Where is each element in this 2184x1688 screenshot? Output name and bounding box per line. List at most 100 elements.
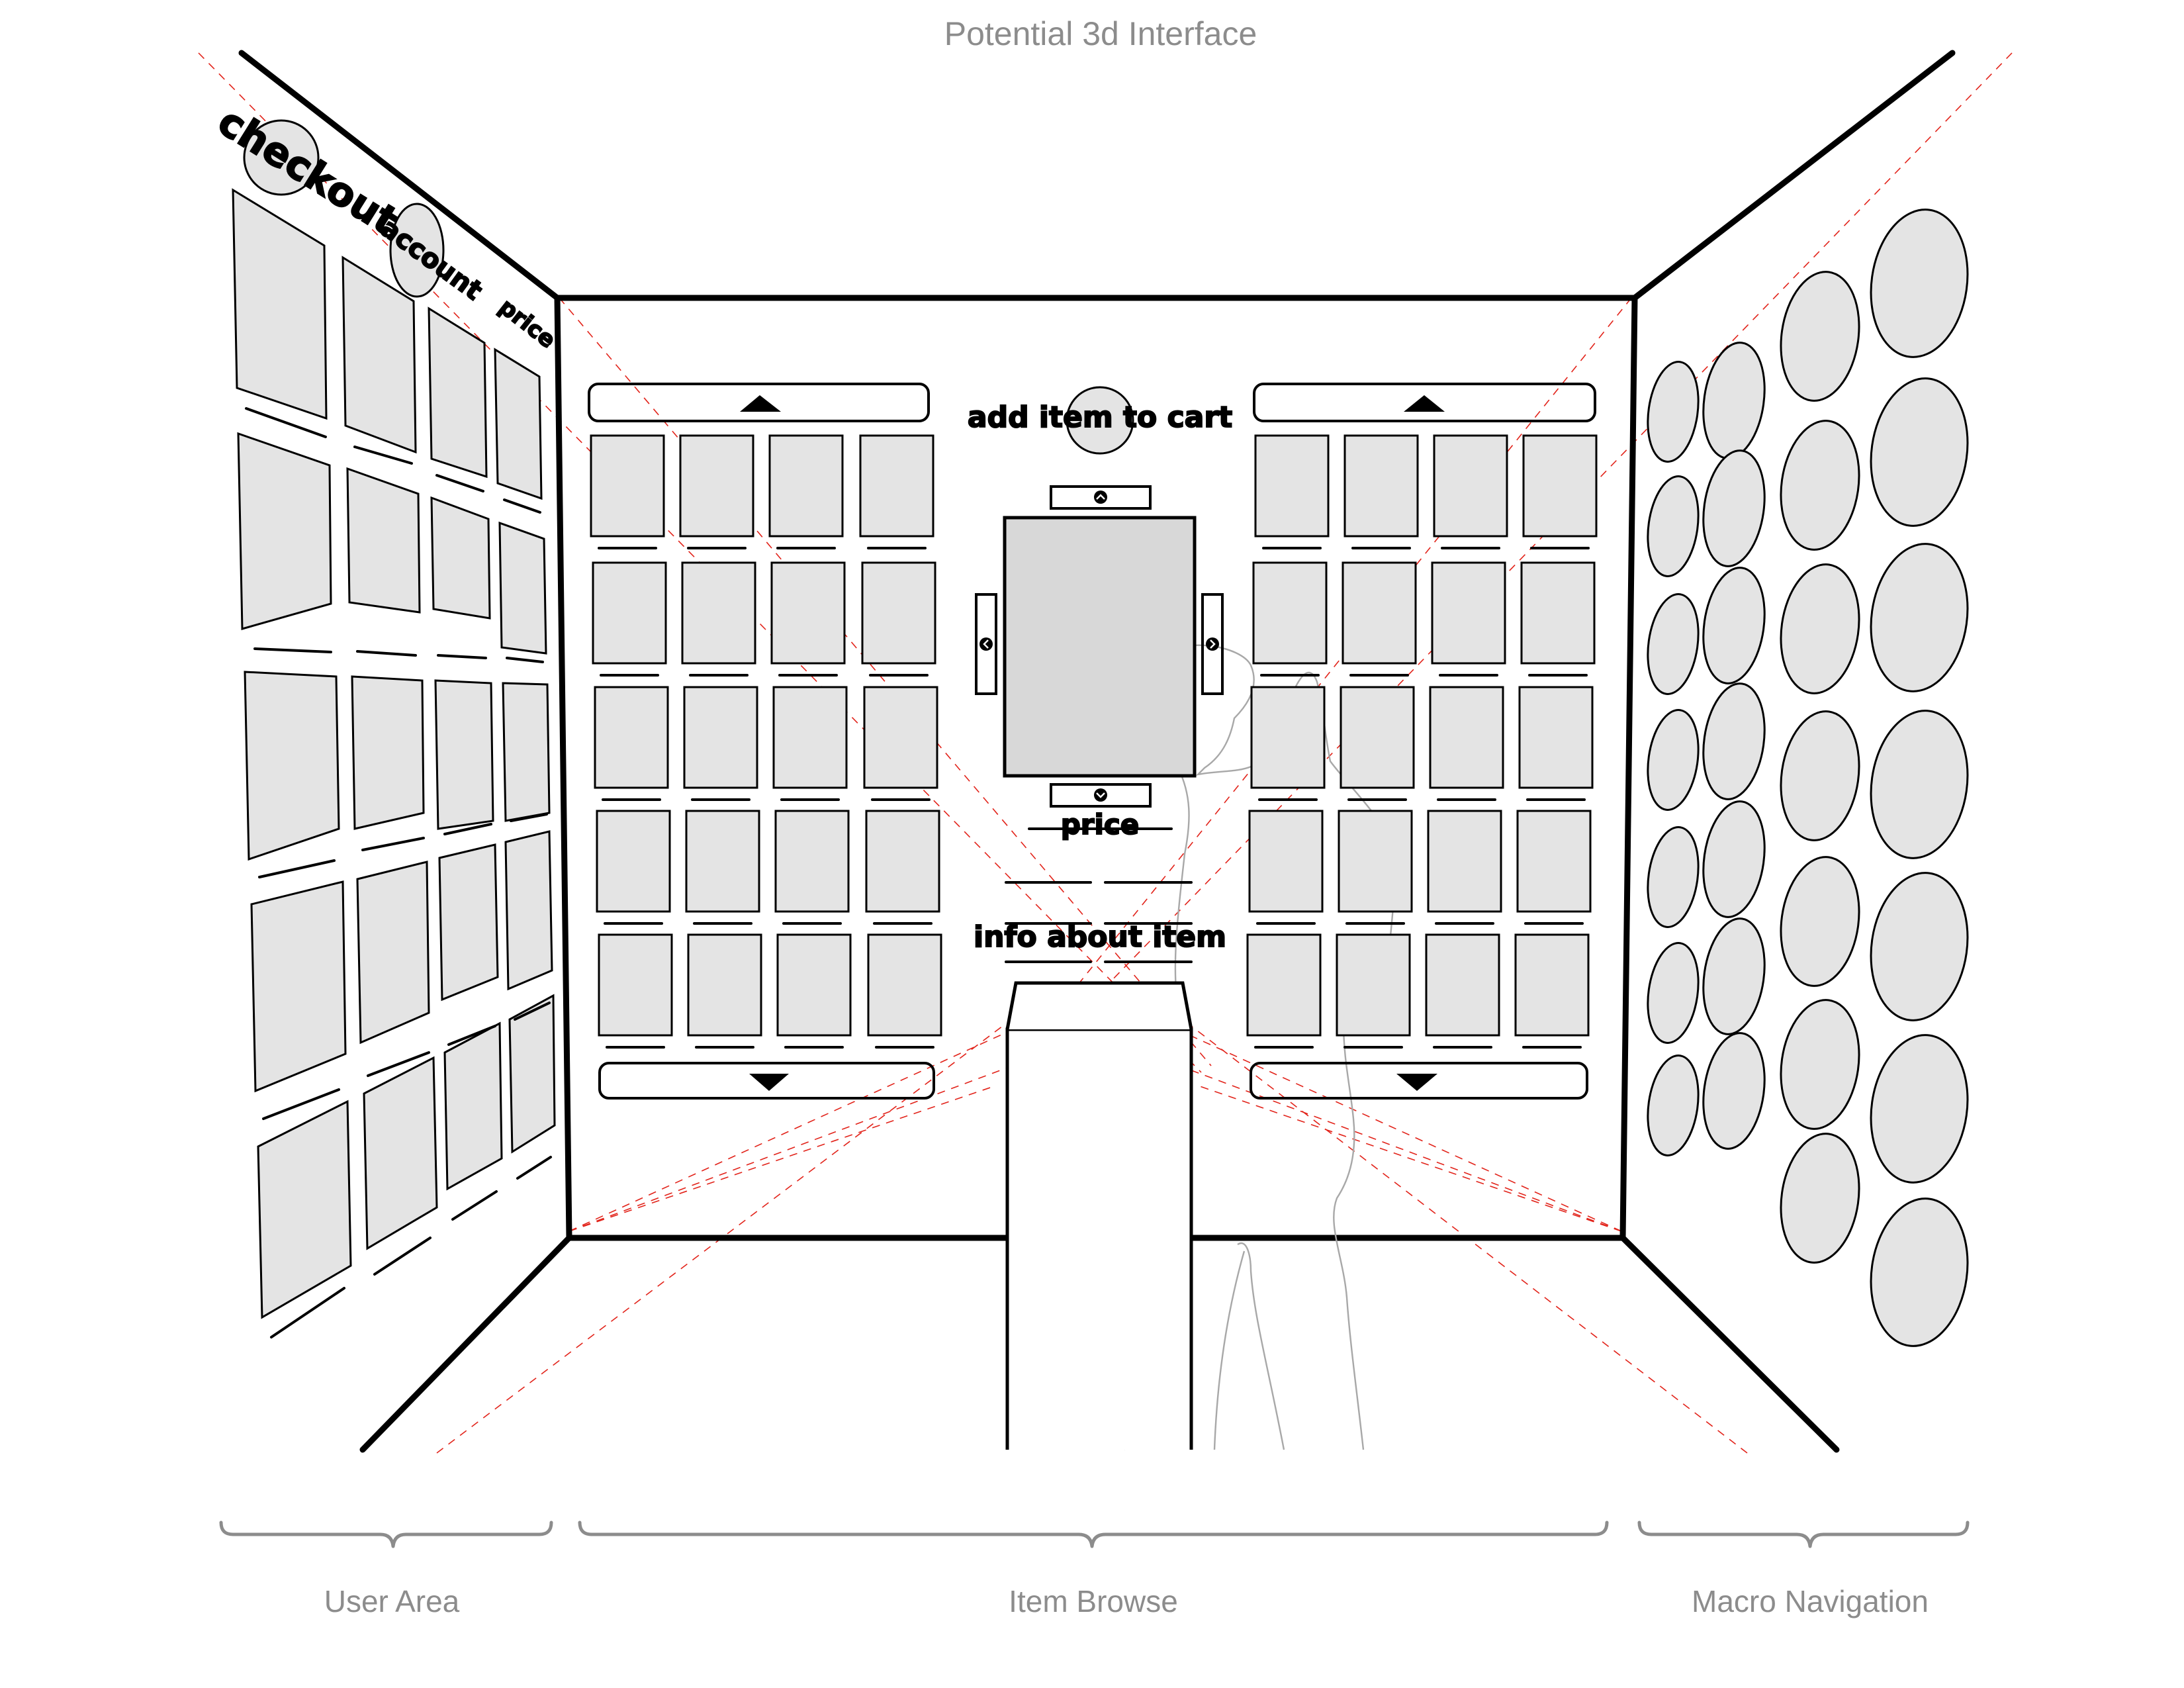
macro-category-node[interactable]	[1696, 564, 1772, 688]
macro-category-node[interactable]	[1642, 359, 1704, 465]
macro-category-node[interactable]	[1696, 447, 1772, 571]
macro-category-node[interactable]	[1862, 867, 1977, 1027]
macro-category-node[interactable]	[1642, 824, 1704, 931]
cart-item[interactable]	[363, 1056, 438, 1250]
cart-item[interactable]	[498, 521, 547, 655]
account-button[interactable]	[389, 203, 445, 298]
browse-item-tile[interactable]	[867, 933, 942, 1037]
cart-item[interactable]	[356, 861, 430, 1045]
checkout-button[interactable]	[243, 119, 320, 196]
browse-item-tile[interactable]	[685, 810, 760, 913]
browse-item-tile[interactable]	[1429, 686, 1504, 789]
browse-item-tile[interactable]	[1518, 686, 1594, 789]
scroll-up-button[interactable]	[588, 383, 930, 422]
cart-item[interactable]	[257, 1100, 352, 1319]
browse-item-tile[interactable]	[861, 561, 936, 665]
macro-category-node[interactable]	[1773, 706, 1867, 845]
cart-item[interactable]	[504, 830, 553, 991]
browse-item-tile[interactable]	[679, 434, 754, 538]
add-to-cart-button[interactable]	[1066, 386, 1134, 455]
macro-category-node[interactable]	[1773, 559, 1867, 698]
browse-item-tile[interactable]	[590, 434, 665, 538]
cart-item[interactable]	[438, 843, 499, 1002]
image-nav-left-button[interactable]	[975, 593, 997, 695]
browse-item-tile[interactable]	[1338, 810, 1413, 913]
macro-category-node[interactable]	[1642, 473, 1704, 580]
triangle-down-icon	[749, 1074, 789, 1091]
macro-category-node[interactable]	[1642, 707, 1704, 814]
scroll-down-button[interactable]	[598, 1062, 935, 1100]
macro-category-node[interactable]	[1773, 995, 1867, 1134]
browse-item-tile[interactable]	[1254, 434, 1330, 538]
scroll-down-button[interactable]	[1250, 1062, 1588, 1100]
browse-item-tile[interactable]	[1516, 810, 1592, 913]
browse-item-tile[interactable]	[768, 434, 844, 538]
macro-category-node[interactable]	[1773, 416, 1867, 555]
macro-category-node[interactable]	[1773, 852, 1867, 991]
browse-item-tile[interactable]	[687, 933, 762, 1037]
browse-item-tile[interactable]	[1431, 561, 1506, 665]
browse-item-tile[interactable]	[1433, 434, 1508, 538]
macro-category-node[interactable]	[1696, 339, 1772, 463]
macro-category-node[interactable]	[1862, 1192, 1977, 1352]
browse-item-tile[interactable]	[596, 810, 671, 913]
macro-category-node[interactable]	[1862, 538, 1977, 698]
macro-category-node[interactable]	[1642, 591, 1704, 698]
browse-item-tile[interactable]	[865, 810, 940, 913]
browse-item-tile[interactable]	[1246, 933, 1322, 1037]
cart-item[interactable]	[502, 682, 551, 822]
cart-item[interactable]	[351, 675, 425, 830]
browse-item-tile[interactable]	[859, 434, 934, 538]
macro-category-node[interactable]	[1642, 1053, 1704, 1159]
browse-item-tile[interactable]	[683, 686, 758, 789]
macro-category-node[interactable]	[1696, 1029, 1772, 1153]
browse-item-tile[interactable]	[1250, 686, 1326, 789]
macro-category-node[interactable]	[1862, 372, 1977, 532]
cart-item[interactable]	[430, 496, 491, 620]
browse-item-tile[interactable]	[1427, 810, 1502, 913]
cart-item[interactable]	[232, 188, 328, 420]
browse-item-tile[interactable]	[1343, 434, 1419, 538]
cart-item[interactable]	[346, 467, 421, 614]
browse-item-tile[interactable]	[1340, 686, 1415, 789]
browse-item-tile[interactable]	[770, 561, 846, 665]
macro-category-node[interactable]	[1862, 1029, 1977, 1189]
browse-item-tile[interactable]	[1342, 561, 1417, 665]
scroll-up-button[interactable]	[1253, 383, 1596, 422]
image-nav-down-button[interactable]	[1050, 783, 1152, 808]
browse-item-tile[interactable]	[1248, 810, 1324, 913]
macro-category-node[interactable]	[1862, 203, 1977, 363]
cart-item[interactable]	[508, 994, 556, 1154]
macro-category-node[interactable]	[1696, 915, 1772, 1039]
image-nav-up-button[interactable]	[1050, 485, 1152, 510]
browse-item-tile[interactable]	[1520, 561, 1596, 665]
browse-item-tile[interactable]	[598, 933, 673, 1037]
browse-item-tile[interactable]	[776, 933, 852, 1037]
browse-item-tile[interactable]	[863, 686, 938, 789]
cart-item[interactable]	[244, 671, 340, 861]
image-nav-right-button[interactable]	[1201, 593, 1224, 695]
cart-item[interactable]	[341, 256, 417, 454]
cart-item[interactable]	[237, 432, 332, 630]
cart-item[interactable]	[434, 679, 494, 830]
cart-item[interactable]	[443, 1021, 503, 1191]
browse-item-tile[interactable]	[1522, 434, 1598, 538]
cart-item[interactable]	[494, 348, 543, 500]
macro-category-node[interactable]	[1696, 798, 1772, 921]
browse-item-tile[interactable]	[681, 561, 756, 665]
macro-category-node[interactable]	[1862, 704, 1977, 865]
browse-item-tile[interactable]	[772, 686, 848, 789]
macro-category-node[interactable]	[1773, 267, 1867, 406]
browse-item-tile[interactable]	[1514, 933, 1590, 1037]
cart-item[interactable]	[250, 880, 347, 1093]
browse-item-tile[interactable]	[774, 810, 850, 913]
macro-category-node[interactable]	[1642, 940, 1704, 1047]
browse-item-tile[interactable]	[592, 561, 667, 665]
browse-item-tile[interactable]	[1425, 933, 1500, 1037]
browse-item-tile[interactable]	[1336, 933, 1411, 1037]
macro-category-node[interactable]	[1773, 1129, 1867, 1268]
macro-category-node[interactable]	[1696, 680, 1772, 804]
cart-item[interactable]	[428, 306, 488, 479]
browse-item-tile[interactable]	[1252, 561, 1328, 665]
browse-item-tile[interactable]	[594, 686, 669, 789]
